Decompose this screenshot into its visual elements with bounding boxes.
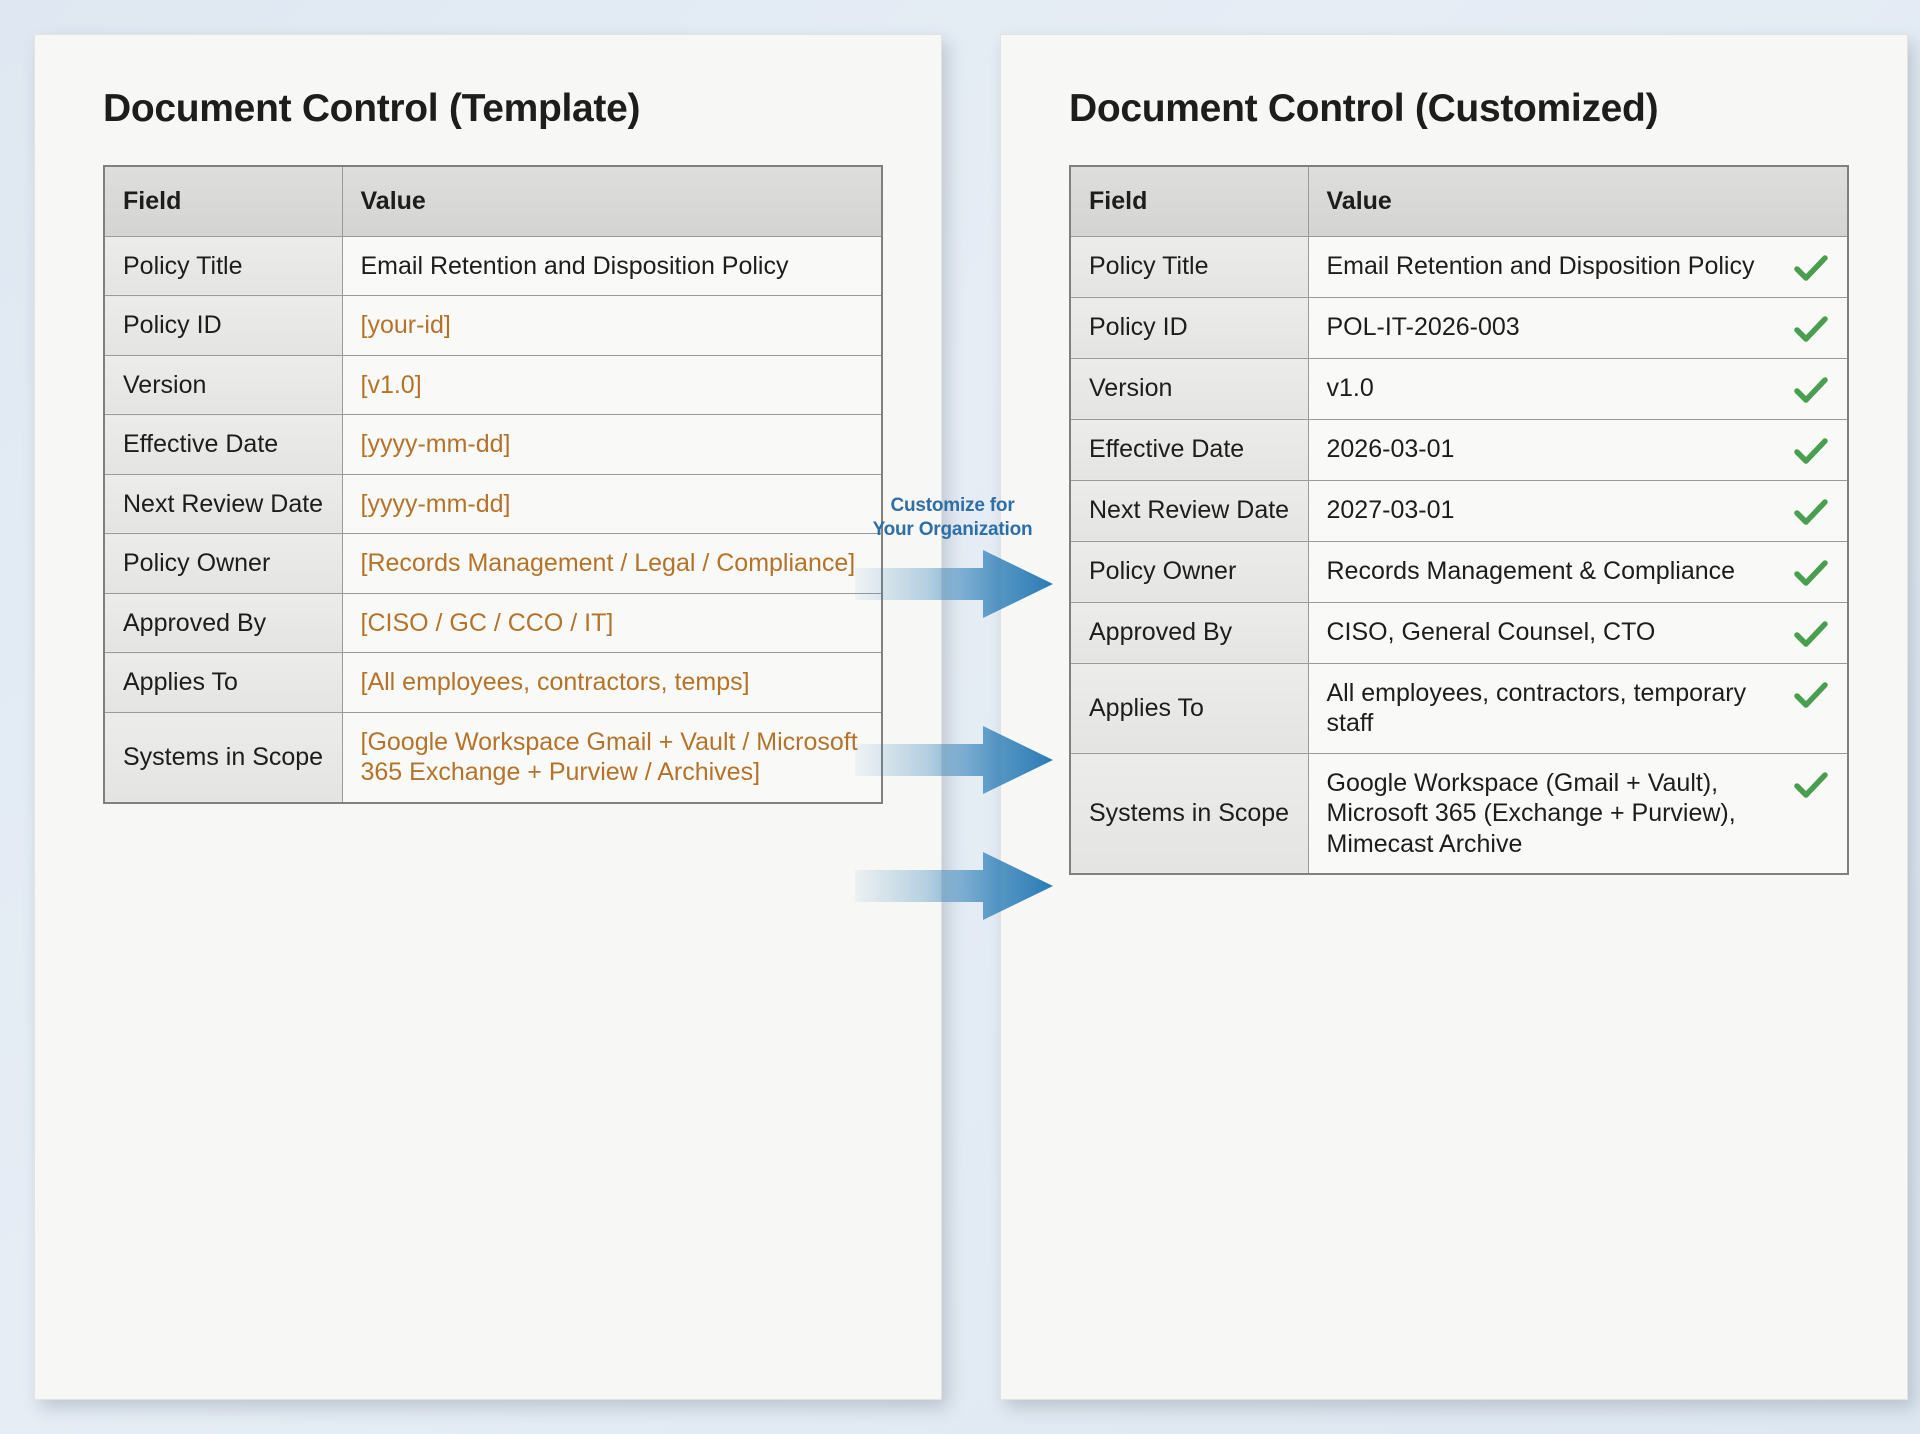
field-label: Policy Owner — [103, 533, 343, 594]
customized-card: Document Control (Customized) Field Valu… — [1000, 34, 1908, 1400]
customized-panel-title: Document Control (Customized) — [1069, 87, 1659, 130]
field-value-cell: CISO, General Counsel, CTO — [1307, 601, 1849, 664]
table-header-row: Field Value — [103, 165, 883, 237]
table-row: Applies To [All employees, contractors, … — [103, 652, 883, 713]
table-row: Systems in Scope [Google Workspace Gmail… — [103, 711, 883, 803]
field-label: Policy Title — [103, 235, 343, 296]
table-row: Policy ID POL-IT-2026-003 — [1069, 296, 1849, 359]
field-label: Effective Date — [103, 414, 343, 475]
customized-table: Field Value Policy Title Email Retention… — [1069, 165, 1849, 875]
field-value-cell: All employees, contractors, temporary st… — [1307, 662, 1849, 754]
check-icon — [1793, 619, 1829, 649]
field-value: POL-IT-2026-003 — [1326, 313, 1520, 342]
check-icon — [1793, 253, 1829, 283]
template-panel-title: Document Control (Template) — [103, 87, 641, 130]
column-header-field: Field — [1069, 165, 1309, 237]
table-row: Policy Title Email Retention and Disposi… — [1069, 235, 1849, 298]
table-header-row: Field Value — [1069, 165, 1849, 237]
field-value: All employees, contractors, temporary st… — [1326, 678, 1747, 738]
field-label: Policy Title — [1069, 235, 1309, 298]
check-icon — [1793, 770, 1829, 800]
field-value-cell: 2026-03-01 — [1307, 418, 1849, 481]
field-value-placeholder: [CISO / GC / CCO / IT] — [341, 592, 883, 653]
field-value: v1.0 — [1326, 374, 1374, 403]
field-label: Systems in Scope — [103, 711, 343, 803]
customized-table-body: Policy Title Email Retention and Disposi… — [1069, 235, 1849, 875]
field-label: Applies To — [103, 652, 343, 713]
field-value: Email Retention and Disposition Policy — [1326, 251, 1755, 280]
field-value-cell: Records Management & Compliance — [1307, 540, 1849, 603]
check-icon — [1793, 558, 1829, 588]
field-value-placeholder: [Google Workspace Gmail + Vault / Micros… — [341, 711, 883, 803]
field-label: Approved By — [103, 592, 343, 653]
field-value: CISO, General Counsel, CTO — [1326, 618, 1656, 647]
field-value-placeholder: [yyyy-mm-dd] — [341, 414, 883, 475]
table-row: Version [v1.0] — [103, 354, 883, 415]
table-row: Policy Owner Records Management & Compli… — [1069, 540, 1849, 603]
field-value: Google Workspace (Gmail + Vault), Micros… — [1326, 768, 1736, 858]
field-label: Applies To — [1069, 662, 1309, 754]
table-row: Version v1.0 — [1069, 357, 1849, 420]
template-table: Field Value Policy Title Email Retention… — [103, 165, 883, 804]
field-value-cell: Email Retention and Disposition Policy — [1307, 235, 1849, 298]
check-icon — [1793, 314, 1829, 344]
table-row: Next Review Date 2027-03-01 — [1069, 479, 1849, 542]
field-label: Effective Date — [1069, 418, 1309, 481]
field-label: Systems in Scope — [1069, 752, 1309, 875]
table-row: Effective Date [yyyy-mm-dd] — [103, 414, 883, 475]
field-label: Version — [1069, 357, 1309, 420]
field-value-placeholder: [yyyy-mm-dd] — [341, 473, 883, 534]
field-label: Approved By — [1069, 601, 1309, 664]
field-label: Policy ID — [1069, 296, 1309, 359]
template-card: Document Control (Template) Field Value … — [34, 34, 942, 1400]
table-row: Approved By CISO, General Counsel, CTO — [1069, 601, 1849, 664]
field-label: Policy Owner — [1069, 540, 1309, 603]
check-icon — [1793, 497, 1829, 527]
field-value-placeholder: [All employees, contractors, temps] — [341, 652, 883, 713]
table-row: Policy ID [your-id] — [103, 295, 883, 356]
field-label: Next Review Date — [103, 473, 343, 534]
check-icon — [1793, 436, 1829, 466]
table-row: Policy Title Email Retention and Disposi… — [103, 235, 883, 296]
table-row: Approved By [CISO / GC / CCO / IT] — [103, 592, 883, 653]
field-value-placeholder: [v1.0] — [341, 354, 883, 415]
template-table-body: Policy Title Email Retention and Disposi… — [103, 235, 883, 803]
field-value-cell: v1.0 — [1307, 357, 1849, 420]
field-label: Next Review Date — [1069, 479, 1309, 542]
check-icon — [1793, 680, 1829, 710]
field-value-placeholder: [Records Management / Legal / Compliance… — [341, 533, 883, 594]
field-value: 2026-03-01 — [1326, 435, 1455, 464]
field-value-cell: POL-IT-2026-003 — [1307, 296, 1849, 359]
field-value: 2027-03-01 — [1326, 496, 1455, 525]
check-icon — [1793, 375, 1829, 405]
table-row: Next Review Date [yyyy-mm-dd] — [103, 473, 883, 534]
column-header-value: Value — [1307, 165, 1849, 237]
table-row: Effective Date 2026-03-01 — [1069, 418, 1849, 481]
field-label: Version — [103, 354, 343, 415]
column-header-field: Field — [103, 165, 343, 237]
column-header-value: Value — [341, 165, 883, 237]
table-row: Systems in Scope Google Workspace (Gmail… — [1069, 752, 1849, 875]
field-value-cell: Google Workspace (Gmail + Vault), Micros… — [1307, 752, 1849, 875]
table-row: Applies To All employees, contractors, t… — [1069, 662, 1849, 754]
field-value-placeholder: [your-id] — [341, 295, 883, 356]
field-label: Policy ID — [103, 295, 343, 356]
table-row: Policy Owner [Records Management / Legal… — [103, 533, 883, 594]
field-value-cell: 2027-03-01 — [1307, 479, 1849, 542]
field-value: Email Retention and Disposition Policy — [341, 235, 883, 296]
field-value: Records Management & Compliance — [1326, 557, 1736, 586]
